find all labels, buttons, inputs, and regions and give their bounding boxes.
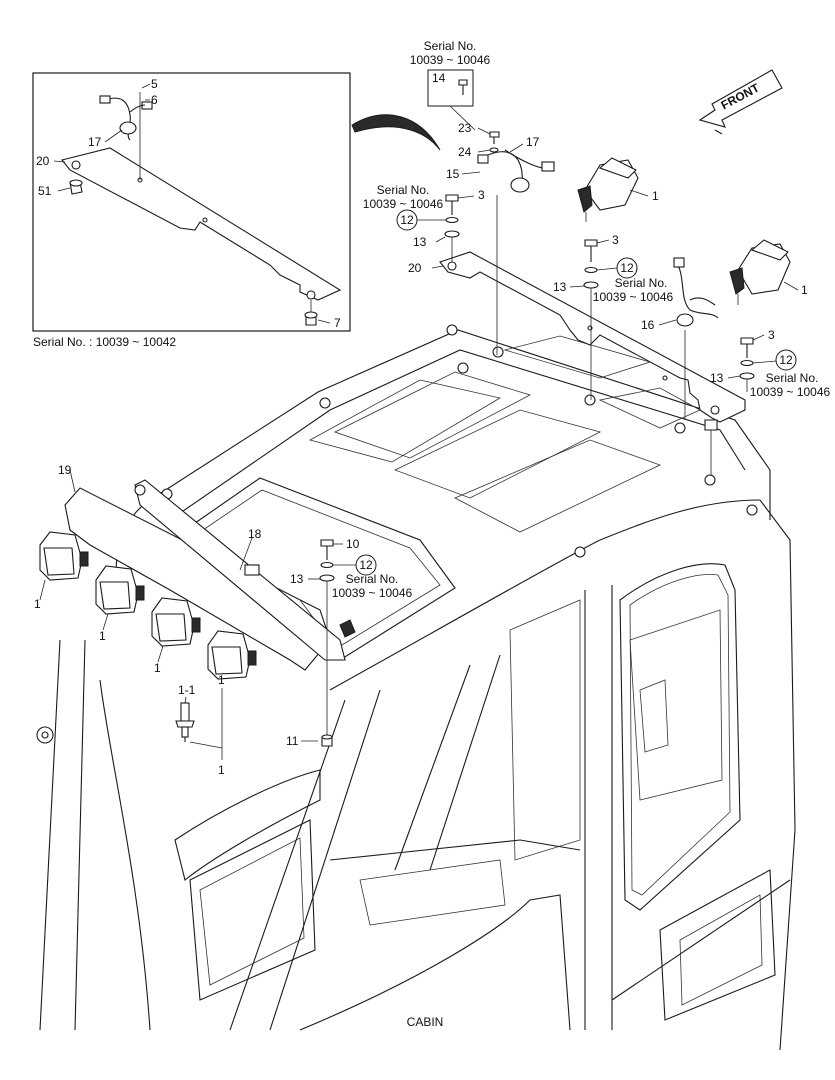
serial-box-line2: 10039 ~ 10046	[410, 53, 491, 67]
serial-note-2-line1: Serial No.	[615, 276, 668, 290]
rear-fasteners	[427, 69, 755, 476]
wire-harness-16	[673, 257, 719, 420]
callout-12c-circle	[775, 349, 797, 371]
callout-1-rear-a: 1	[652, 189, 659, 203]
callout-12d: 12	[359, 558, 373, 572]
rear-work-lamp-2	[729, 239, 791, 305]
serial-note-4-line2: 10039 ~ 10046	[332, 586, 413, 600]
callout-12a: 12	[400, 213, 414, 227]
front-arrow: FRONT	[698, 69, 783, 135]
callout-1-1: 1-1	[178, 683, 196, 697]
callout-1-front-c: 1	[154, 661, 161, 675]
serial-note-3-line1: Serial No.	[766, 371, 819, 385]
diagram-title: CABIN	[407, 1015, 444, 1029]
callout-1-front-d: 1	[218, 673, 225, 687]
inset-detail	[32, 72, 351, 332]
callout-12c: 12	[779, 353, 793, 367]
callout-5: 5	[151, 77, 158, 91]
callout-16: 16	[641, 318, 655, 332]
serial-box-line1: Serial No.	[424, 39, 477, 53]
callout-17b: 17	[526, 135, 540, 149]
callout-13c: 13	[710, 371, 724, 385]
callout-3b: 3	[612, 233, 619, 247]
callout-51: 51	[38, 184, 52, 198]
callout-6: 6	[151, 93, 158, 107]
callout-1-rear-b: 1	[801, 283, 808, 297]
callout-1-front-e: 1	[218, 763, 225, 777]
callout-17: 17	[88, 135, 102, 149]
front-work-lamp-1	[39, 531, 89, 581]
callout-3a: 3	[478, 188, 485, 202]
callout-13a: 13	[413, 235, 427, 249]
front-fasteners	[319, 539, 335, 747]
front-work-lamp-2	[95, 565, 145, 615]
callout-20: 20	[36, 154, 50, 168]
callout-3c: 3	[768, 328, 775, 342]
callout-18: 18	[248, 527, 262, 541]
serial-note-1-line2: 10039 ~ 10046	[363, 197, 444, 211]
serial-note-2-line2: 10039 ~ 10046	[593, 290, 674, 304]
serial-note-1-line1: Serial No.	[377, 183, 430, 197]
callout-19: 19	[58, 463, 72, 477]
callout-24: 24	[458, 145, 472, 159]
detail-arrow	[351, 114, 441, 151]
callout-12b: 12	[620, 261, 634, 275]
callout-1-front-a: 1	[34, 597, 41, 611]
cabin-body	[36, 324, 796, 1051]
callout-leaders	[39, 83, 799, 760]
rear-work-lamp-1	[577, 157, 639, 222]
callout-23: 23	[458, 121, 472, 135]
callout-10: 10	[346, 537, 360, 551]
wire-harness-17	[477, 149, 555, 355]
callout-11: 11	[286, 734, 299, 748]
callout-1-front-b: 1	[99, 629, 106, 643]
callout-15: 15	[446, 167, 460, 181]
front-work-lamp-3	[151, 597, 201, 647]
serial-note-3-line2: 10039 ~ 10046	[750, 385, 831, 399]
callout-14: 14	[432, 71, 446, 85]
labels: 5 6 17 20 51 7 Serial No. : 10039 ~ 1004…	[33, 39, 831, 1029]
halogen-bulb	[175, 702, 195, 742]
callout-7: 7	[334, 316, 341, 330]
serial-note-4-line1: Serial No.	[346, 572, 399, 586]
callout-20b: 20	[408, 261, 422, 275]
callout-13d: 13	[290, 572, 304, 586]
callout-13b: 13	[553, 280, 567, 294]
inset-caption: Serial No. : 10039 ~ 10042	[33, 335, 176, 349]
front-work-lamp-4	[207, 630, 257, 680]
